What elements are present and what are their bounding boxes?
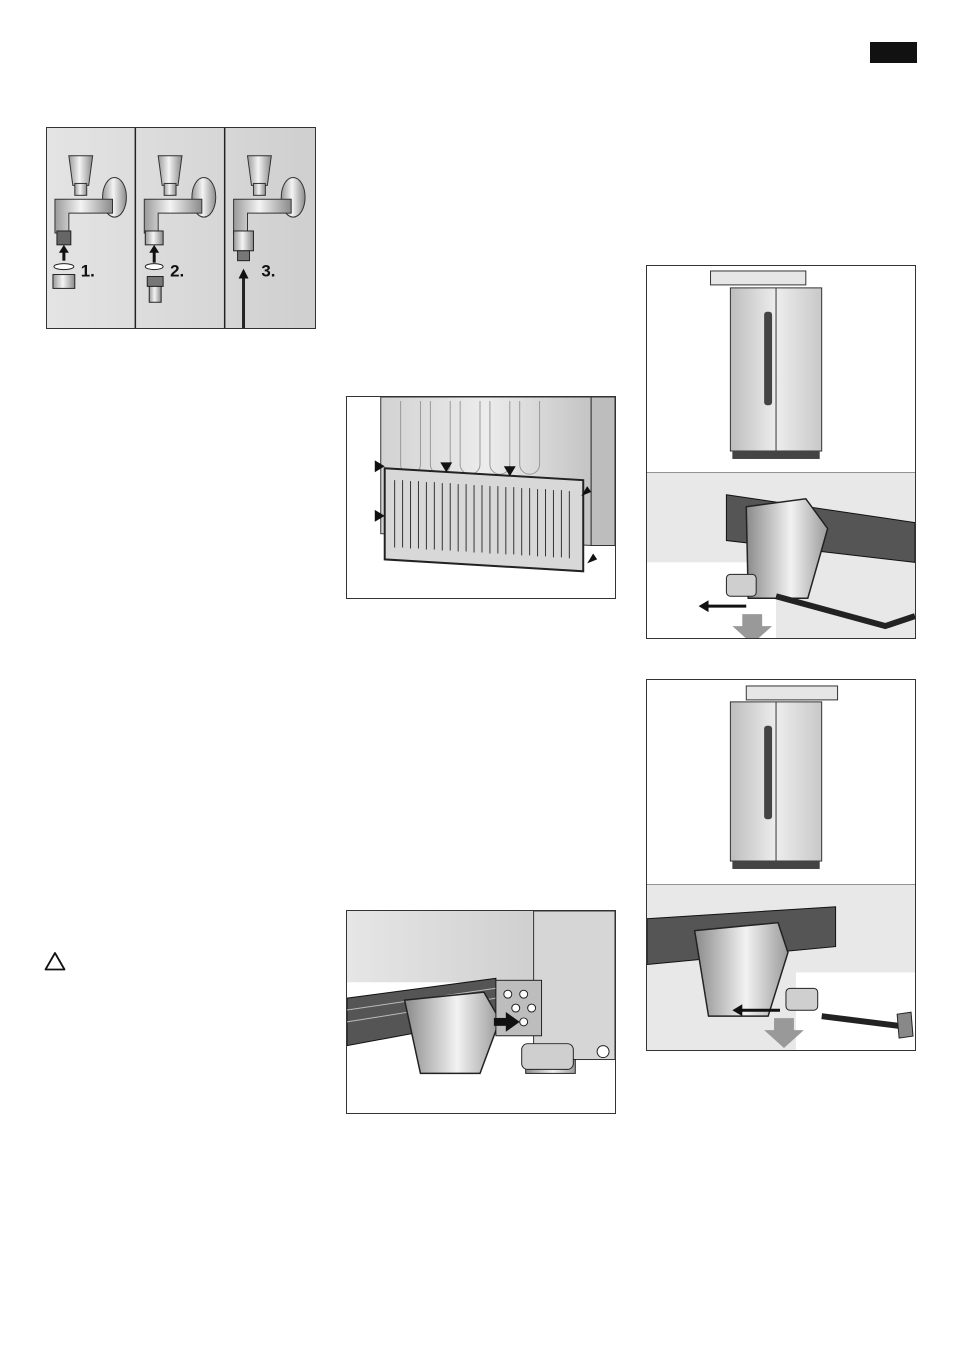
warning-triangle-icon	[44, 951, 66, 971]
step-1-label: 1.	[81, 262, 95, 281]
foot-cover-figure	[346, 910, 616, 1114]
step-2-label: 2.	[170, 262, 184, 281]
ventilation-grille-figure	[346, 396, 616, 599]
leveling-left-figure	[646, 265, 916, 639]
language-tab	[870, 42, 917, 63]
faucet-connection-figure: 1. 2. 3.	[46, 127, 316, 329]
leveling-right-figure	[646, 679, 916, 1051]
step-3-label: 3.	[261, 262, 275, 281]
